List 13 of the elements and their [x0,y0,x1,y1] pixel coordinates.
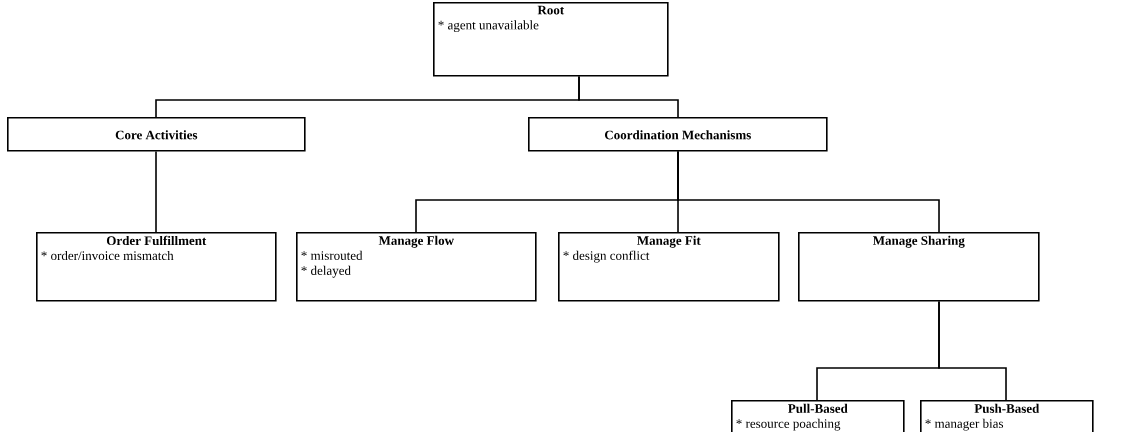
tree-node-box: Pull-Based * resource poaching [731,400,905,432]
tree-node-box: Push-Based * manager bias [920,400,1094,432]
connector-line [155,150,157,233]
tree-node-box: Root * agent unavailable [433,2,669,77]
connector-line [677,150,940,233]
tree-node-box: Order Fulfillment * order/invoice mismatch [36,232,277,302]
tree-node-box: Coordination Mechanisms [528,117,828,152]
tree-node-box: Core Activities [7,117,306,152]
connector-line [578,75,679,118]
tree-node-box: Manage Fit * design conflict [558,232,780,302]
tree-node-box: Manage Sharing [798,232,1040,302]
connector-line [938,300,1007,401]
tree-node-box: Manage Flow * misrouted * delayed [296,232,537,302]
